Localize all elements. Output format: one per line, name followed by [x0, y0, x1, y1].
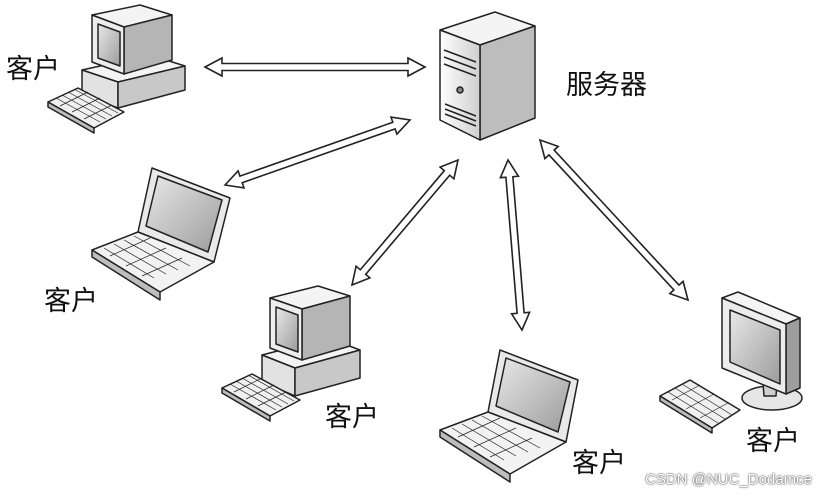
double-arrow-icon — [538, 138, 690, 302]
double-arrow-icon — [499, 158, 531, 332]
client-label: 客户 — [44, 286, 98, 317]
monitor-icon — [659, 291, 803, 434]
server-icon — [439, 11, 536, 141]
client-label: 客户 — [746, 426, 800, 457]
watermark: CSDN @NUC_Dodamce — [645, 471, 812, 488]
client-label: 客户 — [6, 54, 60, 85]
laptop-icon — [439, 349, 579, 483]
double-arrow-icon — [350, 158, 460, 287]
client-label: 客户 — [572, 448, 626, 479]
client-label: 客户 — [325, 402, 379, 433]
desktop-computer-icon — [221, 285, 361, 422]
double-arrow-icon — [203, 56, 427, 78]
desktop-computer-icon — [47, 4, 186, 134]
connection-arrows — [203, 56, 690, 332]
server-label: 服务器 — [566, 70, 647, 101]
laptop-icon — [91, 167, 231, 301]
double-arrow-icon — [223, 116, 412, 189]
